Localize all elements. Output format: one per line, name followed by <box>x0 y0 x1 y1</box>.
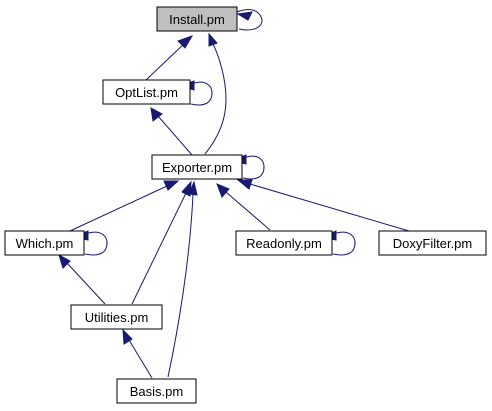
node-exporter-box <box>151 154 243 180</box>
edge-doxyfilter-to-exporter <box>249 183 410 232</box>
edge-utilities-to-exporter <box>131 192 187 305</box>
edge-basis-to-utilities <box>128 339 153 379</box>
node-readonly-label: Readonly.pm <box>246 236 322 251</box>
arrowhead-basis-to-utilities <box>122 328 133 345</box>
node-which[interactable]: Which.pm <box>4 230 85 256</box>
graph-nodes: Install.pm OptList.pm Exporter.pm Which.… <box>4 6 487 404</box>
node-which-label: Which.pm <box>16 236 74 251</box>
node-readonly-box <box>235 230 333 256</box>
node-exporter-label: Exporter.pm <box>162 160 232 175</box>
arrowhead-exporter-to-install <box>208 32 218 47</box>
edge-readonly-to-exporter <box>225 191 271 231</box>
arrowhead-utilities-to-exporter <box>181 180 192 197</box>
node-optlist[interactable]: OptList.pm <box>102 79 191 105</box>
edge-readonly-self-loop <box>332 231 356 256</box>
node-optlist-box <box>102 79 191 105</box>
arrowhead-basis-to-exporter <box>188 180 198 196</box>
node-optlist-label: OptList.pm <box>115 85 178 100</box>
edge-which-to-exporter <box>69 185 168 232</box>
node-basis-label: Basis.pm <box>130 384 183 399</box>
node-which-box <box>4 230 85 256</box>
node-basis[interactable]: Basis.pm <box>116 378 197 404</box>
edge-which-self-loop <box>84 231 108 256</box>
node-utilities-box <box>70 304 163 330</box>
arrowhead-install-self-loop <box>236 11 253 21</box>
arrowhead-optlist-to-install <box>177 35 194 49</box>
arrowhead-readonly-to-exporter <box>216 183 230 198</box>
node-readonly[interactable]: Readonly.pm <box>235 230 333 256</box>
node-exporter[interactable]: Exporter.pm <box>151 154 243 180</box>
node-utilities[interactable]: Utilities.pm <box>70 304 163 330</box>
arrowhead-which-to-exporter <box>163 180 180 191</box>
node-install-box <box>156 6 238 32</box>
node-install[interactable]: Install.pm <box>156 6 238 32</box>
edge-exporter-to-install <box>204 43 227 155</box>
node-doxyfilter-box <box>378 230 487 256</box>
edge-install-self-loop <box>236 9 263 31</box>
arrowhead-utilities-to-which <box>58 253 71 269</box>
edge-optlist-to-install <box>145 41 187 81</box>
node-doxyfilter[interactable]: DoxyFilter.pm <box>378 230 487 256</box>
edge-exporter-to-optlist <box>157 115 193 156</box>
arrowhead-doxyfilter-to-exporter <box>236 179 253 190</box>
edge-basis-to-exporter <box>167 193 194 378</box>
node-install-label: Install.pm <box>169 12 225 27</box>
node-utilities-label: Utilities.pm <box>85 310 149 325</box>
node-basis-box <box>116 378 197 404</box>
node-doxyfilter-label: DoxyFilter.pm <box>393 236 472 251</box>
arrowhead-optlist-arrow <box>150 107 163 122</box>
edge-optlist-self-loop <box>190 81 213 106</box>
edge-exporter-self-loop <box>242 155 265 180</box>
edge-utilities-to-which <box>66 262 106 305</box>
